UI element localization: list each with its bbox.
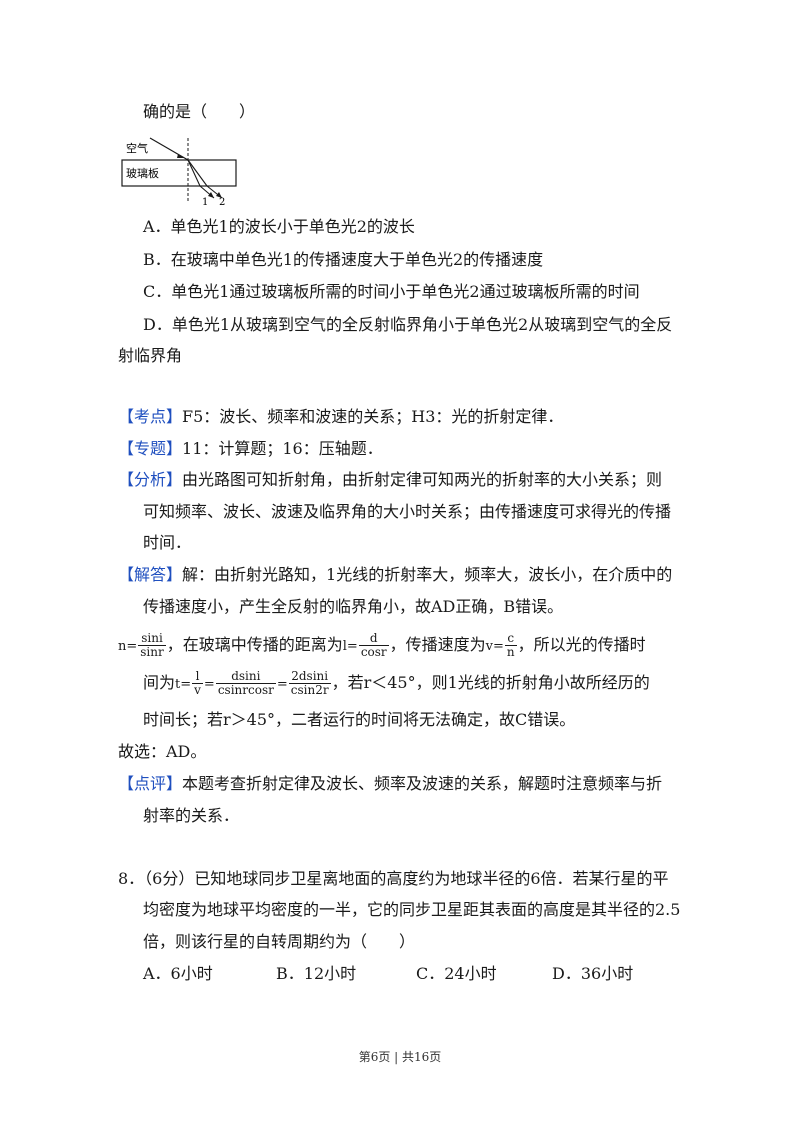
f-v-den: n: [506, 645, 515, 659]
f-l-num: d: [358, 632, 389, 646]
q8-option-a: A．6小时: [143, 964, 213, 983]
f-n-den: sinr: [140, 645, 164, 659]
t-dist: ，在玻璃中传播的距离为: [166, 635, 343, 654]
dianping-line-2: 射率的关系．: [143, 806, 240, 825]
f-t2-num: dsini: [215, 670, 276, 684]
ray1-label: 1: [202, 197, 208, 208]
t-time1: ，所以光的传播时: [517, 635, 646, 654]
f-t1-num: l: [192, 670, 203, 684]
t-speed: ，传播速度为: [389, 635, 486, 654]
option-d-cont: 射临界角: [118, 346, 183, 365]
option-a: A．单色光1的波长小于单色光2的波长: [143, 217, 415, 236]
zhuanti-line: 【专题】11：计算题；16：压轴题．: [118, 438, 383, 460]
jieda-tag: 【解答】: [118, 565, 183, 584]
t-time2: 间为: [143, 673, 176, 692]
dianping-tag: 【点评】: [118, 774, 183, 793]
f-v-num: c: [504, 632, 517, 646]
dianping-text: 本题考查折射定律及波长、频率及波速的关系，解题时注意频率与折: [182, 774, 663, 793]
eq-2: =: [276, 677, 288, 692]
f-l-den: cosr: [360, 645, 387, 659]
zhuanti-text: 11：计算题；16：压轴题．: [182, 439, 383, 458]
jieda-line: 【解答】解：由折射光路知，1光线的折射率大，频率大，波长小，在介质中的: [118, 564, 672, 586]
dianping-line: 【点评】本题考查折射定律及波长、频率及波速的关系，解题时注意频率与折: [118, 773, 662, 795]
f-n-lhs: n=: [118, 639, 138, 654]
kaodian-text: F5：波长、频率和波速的关系；H3：光的折射定律．: [182, 407, 564, 426]
q8-option-c: C．24小时: [416, 964, 497, 983]
option-d: D．单色光1从玻璃到空气的全反射临界角小于单色光2从玻璃到空气的全反: [143, 315, 673, 334]
jieda-line-5: 时间长；若r＞45°，二者运行的时间将无法确定，故C错误。: [143, 710, 576, 729]
f-n-num: sini: [138, 632, 166, 646]
kaodian-line: 【考点】F5：波长、频率和波速的关系；H3：光的折射定律．: [118, 406, 563, 428]
fenxi-text: 由光路图可知折射角，由折射定律可知两光的折射率的大小关系；则: [182, 470, 663, 489]
f-t3-den: csin2r: [290, 683, 329, 697]
f-v-lhs: v=: [485, 639, 504, 654]
fenxi-tag: 【分析】: [118, 470, 183, 489]
f-t3-num: 2dsini: [288, 670, 331, 684]
fenxi-line-3: 时间．: [143, 533, 192, 552]
eq-1: =: [203, 677, 215, 692]
zhuanti-tag: 【专题】: [118, 439, 183, 458]
q8-option-b: B．12小时: [276, 964, 357, 983]
t-rest: ，若r＜45°，则1光线的折射角小故所经历的: [331, 673, 650, 692]
air-label: 空气: [126, 141, 148, 155]
question-stem-tail: 确的是（ ）: [143, 102, 256, 121]
q8-line-2: 均密度为地球平均密度的一半，它的同步卫星距其表面的高度是其半径的2.5: [143, 900, 681, 919]
page-footer: 第6页 | 共16页: [358, 1050, 442, 1064]
q8-option-d: D．36小时: [552, 964, 634, 983]
option-c: C．单色光1通过玻璃板所需的时间小于单色光2通过玻璃板所需的时间: [143, 282, 640, 301]
jieda-line-2: 传播速度小，产生全反射的临界角小，故AD正确，B错误。: [143, 597, 564, 616]
f-t1-den: v: [194, 683, 201, 697]
kaodian-tag: 【考点】: [118, 407, 183, 426]
fenxi-line: 【分析】由光路图可知折射角，由折射定律可知两光的折射率的大小关系；则: [118, 469, 662, 491]
f-t-lhs: t=: [175, 677, 192, 692]
fenxi-line-2: 可知频率、波长、波速及临界角的大小时关系；由传播速度可求得光的传播: [143, 502, 672, 521]
f-l-lhs: l=: [342, 639, 358, 654]
refraction-figure: 空气 玻璃板 1 2: [121, 137, 237, 208]
ray2-label: 2: [219, 197, 225, 208]
q8-line-1: 8．（6分）已知地球同步卫星离地面的高度约为地球半径的6倍．若某行星的平: [118, 869, 669, 888]
answer-line: 故选：AD。: [118, 742, 207, 761]
q8-line-3: 倍，则该行星的自转周期约为（ ）: [143, 932, 416, 951]
jieda-text: 解：由折射光路知，1光线的折射率大，频率大，波长小，在介质中的: [182, 565, 673, 584]
option-b: B．在玻璃中单色光1的传播速度大于单色光2的传播速度: [143, 250, 544, 269]
f-t2-den: csinrcosr: [217, 683, 274, 697]
glass-label: 玻璃板: [126, 166, 159, 180]
